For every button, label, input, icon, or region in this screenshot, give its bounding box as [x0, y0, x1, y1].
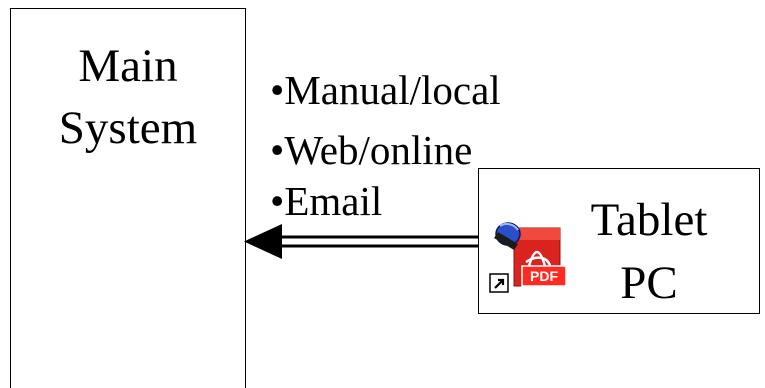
method-email: •Email: [270, 178, 383, 224]
sync-arrow: [244, 224, 480, 259]
method-manual-local: •Manual/local: [270, 67, 501, 113]
acrobat-swirl-icon: [525, 250, 552, 271]
main-system-box: Main System: [10, 8, 246, 388]
pdf-label: PDF: [530, 268, 558, 284]
method-web-online: •Web/online: [270, 127, 473, 173]
main-system-title-line2: System: [58, 102, 198, 154]
tablet-pc-title-line2: PC: [620, 257, 678, 309]
pdf-shortcut-icon[interactable]: PDF: [488, 210, 572, 296]
tablet-pc-title-line1: Tablet: [590, 194, 708, 246]
main-system-title-line1: Main: [78, 40, 178, 92]
arrow-head: [244, 224, 282, 259]
